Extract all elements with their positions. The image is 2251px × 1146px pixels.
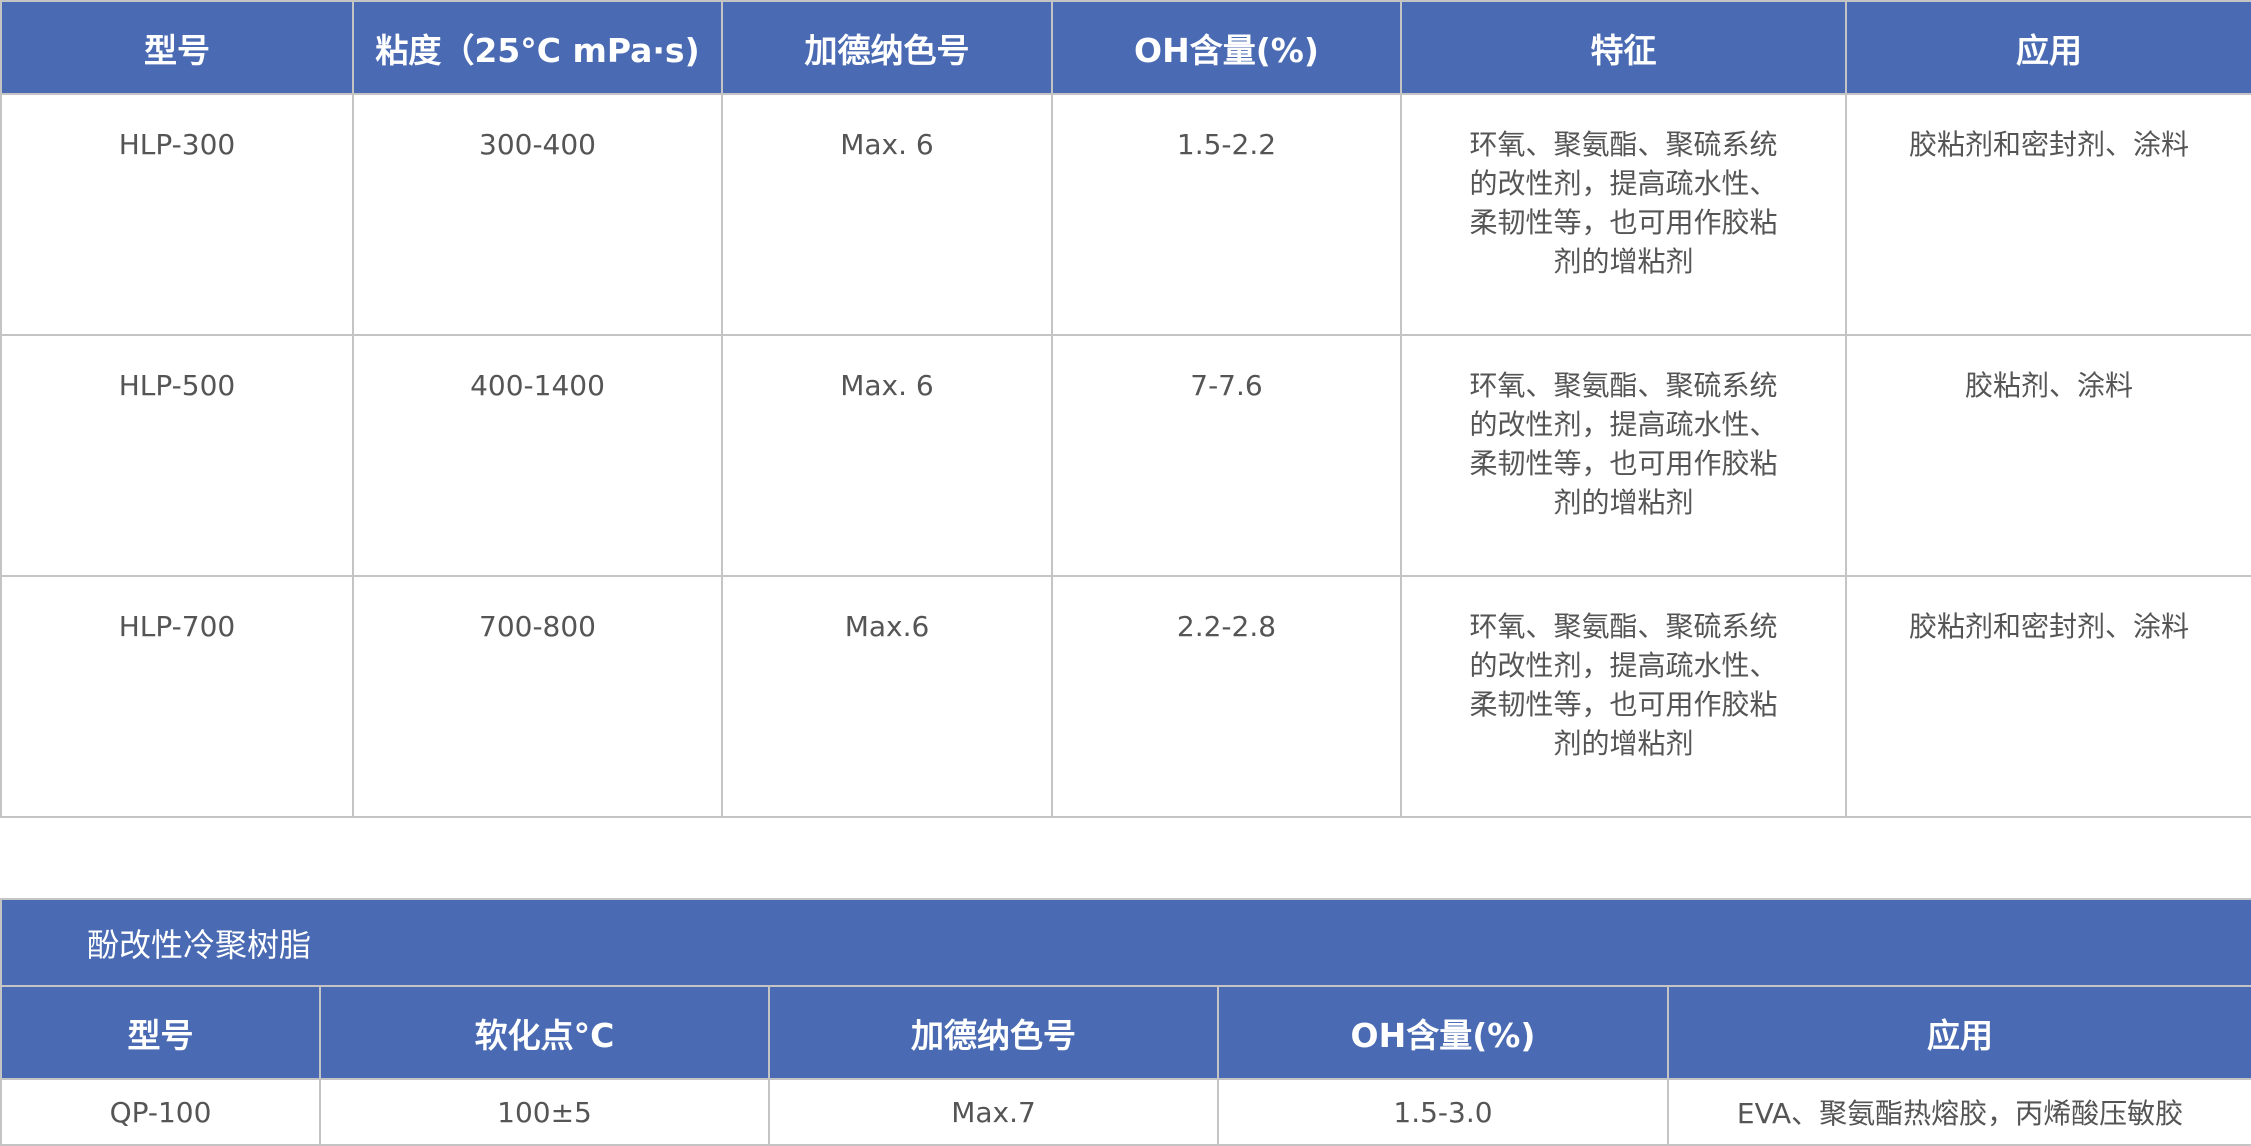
cell-application: 胶粘剂和密封剂、涂料 bbox=[1845, 93, 2251, 336]
header-row: 型号 粘度（25°C mPa·s) 加德纳色号 OH含量(%) 特征 应用 bbox=[0, 0, 2251, 95]
col-header-features: 特征 bbox=[1400, 0, 1847, 95]
phenol-modified-resin-table: 酚改性冷聚树脂 型号 软化点°C 加德纳色号 OH含量(%) 应用 QP-100… bbox=[0, 898, 2251, 1146]
cell-model: HLP-700 bbox=[0, 575, 354, 818]
cell-softening-point: 100±5 bbox=[319, 1078, 770, 1146]
col-header-model: 型号 bbox=[0, 0, 354, 95]
cell-features: 环氧、聚氨酯、聚硫系统的改性剂，提高疏水性、柔韧性等，也可用作胶粘剂的增粘剂 bbox=[1400, 93, 1847, 336]
cell-gardner-color: Max. 6 bbox=[721, 93, 1053, 336]
cell-model: QP-100 bbox=[0, 1078, 321, 1146]
cell-application: EVA、聚氨酯热熔胶，丙烯酸压敏胶 bbox=[1666, 1078, 2251, 1146]
cell-features: 环氧、聚氨酯、聚硫系统的改性剂，提高疏水性、柔韧性等，也可用作胶粘剂的增粘剂 bbox=[1400, 575, 1847, 818]
cell-oh-content: 2.2-2.8 bbox=[1051, 575, 1402, 818]
cell-oh-content: 7-7.6 bbox=[1051, 334, 1402, 577]
cell-application: 胶粘剂、涂料 bbox=[1845, 334, 2251, 577]
table-row: HLP-300 300-400 Max. 6 1.5-2.2 环氧、聚氨酯、聚硫… bbox=[0, 93, 2251, 336]
cell-application: 胶粘剂和密封剂、涂料 bbox=[1845, 575, 2251, 818]
cell-model: HLP-300 bbox=[0, 93, 354, 336]
col-header-oh-content: OH含量(%) bbox=[1217, 985, 1669, 1080]
header-row: 型号 软化点°C 加德纳色号 OH含量(%) 应用 bbox=[0, 985, 2251, 1080]
col-header-model: 型号 bbox=[0, 985, 321, 1080]
col-header-softening-point: 软化点°C bbox=[319, 985, 770, 1080]
col-header-oh-content: OH含量(%) bbox=[1051, 0, 1402, 95]
col-header-gardner-color: 加德纳色号 bbox=[721, 0, 1053, 95]
cell-gardner-color: Max. 6 bbox=[721, 334, 1053, 577]
title-row: 酚改性冷聚树脂 bbox=[0, 898, 2251, 987]
cell-viscosity: 300-400 bbox=[352, 93, 723, 336]
table-row: HLP-700 700-800 Max.6 2.2-2.8 环氧、聚氨酯、聚硫系… bbox=[0, 575, 2251, 818]
cell-viscosity: 400-1400 bbox=[352, 334, 723, 577]
cell-gardner-color: Max.6 bbox=[721, 575, 1053, 818]
table-row: HLP-500 400-1400 Max. 6 7-7.6 环氧、聚氨酯、聚硫系… bbox=[0, 334, 2251, 577]
col-header-application: 应用 bbox=[1845, 0, 2251, 95]
cell-oh-content: 1.5-2.2 bbox=[1051, 93, 1402, 336]
cell-features: 环氧、聚氨酯、聚硫系统的改性剂，提高疏水性、柔韧性等，也可用作胶粘剂的增粘剂 bbox=[1400, 334, 1847, 577]
resin-spec-table: 型号 粘度（25°C mPa·s) 加德纳色号 OH含量(%) 特征 应用 HL… bbox=[0, 0, 2251, 818]
col-header-application: 应用 bbox=[1666, 985, 2251, 1080]
cell-viscosity: 700-800 bbox=[352, 575, 723, 818]
cell-gardner-color: Max.7 bbox=[768, 1078, 1219, 1146]
col-header-gardner-color: 加德纳色号 bbox=[768, 985, 1219, 1080]
cell-oh-content: 1.5-3.0 bbox=[1217, 1078, 1669, 1146]
table-row: QP-100 100±5 Max.7 1.5-3.0 EVA、聚氨酯热熔胶，丙烯… bbox=[0, 1078, 2251, 1146]
table-title: 酚改性冷聚树脂 bbox=[0, 898, 2251, 987]
col-header-viscosity: 粘度（25°C mPa·s) bbox=[352, 0, 723, 95]
cell-model: HLP-500 bbox=[0, 334, 354, 577]
